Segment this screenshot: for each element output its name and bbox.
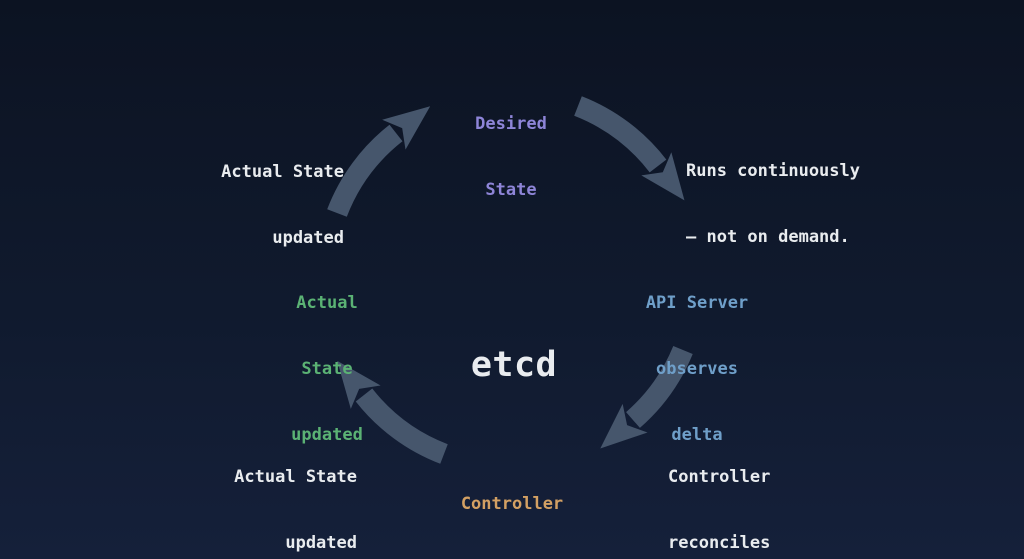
node-line: State bbox=[301, 359, 353, 379]
annotation-line: updated bbox=[272, 228, 344, 248]
arrow-desired-to-apiserver-icon bbox=[573, 96, 685, 201]
arrow-apiserver-to-controller-icon bbox=[600, 345, 693, 449]
annotation-line: Actual State bbox=[234, 467, 357, 487]
center-etcd-label: etcd bbox=[414, 260, 614, 470]
node-line: updated bbox=[291, 425, 363, 445]
node-actual-state: Actual State updated bbox=[227, 248, 427, 490]
node-controller: Controller reconciles bbox=[412, 449, 612, 559]
annotation-line: reconciles bbox=[668, 533, 771, 553]
annotation-controller-reconciles: Controller reconciles bbox=[668, 422, 770, 559]
node-line: State bbox=[485, 180, 537, 200]
arrow-actual-to-desired-icon bbox=[327, 106, 431, 217]
annotation-actual-state-bottom-left: Actual State updated bbox=[157, 422, 357, 559]
annotation-runs-continuously: Runs continuously — not on demand. bbox=[686, 116, 860, 292]
node-line: observes bbox=[656, 359, 738, 379]
node-desired-state: Desired State bbox=[411, 69, 611, 245]
node-line: Controller bbox=[460, 494, 564, 514]
annotation-line: Runs continuously bbox=[686, 161, 860, 181]
arrow-controller-to-actual-icon bbox=[337, 360, 448, 464]
node-line: API Server bbox=[645, 293, 749, 313]
node-line: Actual bbox=[296, 293, 358, 313]
node-api-server: API Server observes delta bbox=[597, 248, 797, 490]
etcd-text: etcd bbox=[470, 345, 558, 385]
node-line: delta bbox=[671, 425, 723, 445]
node-line: Desired bbox=[475, 114, 547, 134]
annotation-actual-state-top-left: Actual State updated bbox=[144, 117, 344, 293]
annotation-line: — not on demand. bbox=[686, 227, 850, 247]
annotation-line: Controller bbox=[668, 467, 771, 487]
annotation-line: updated bbox=[285, 533, 357, 553]
annotation-line: Actual State bbox=[221, 162, 344, 182]
